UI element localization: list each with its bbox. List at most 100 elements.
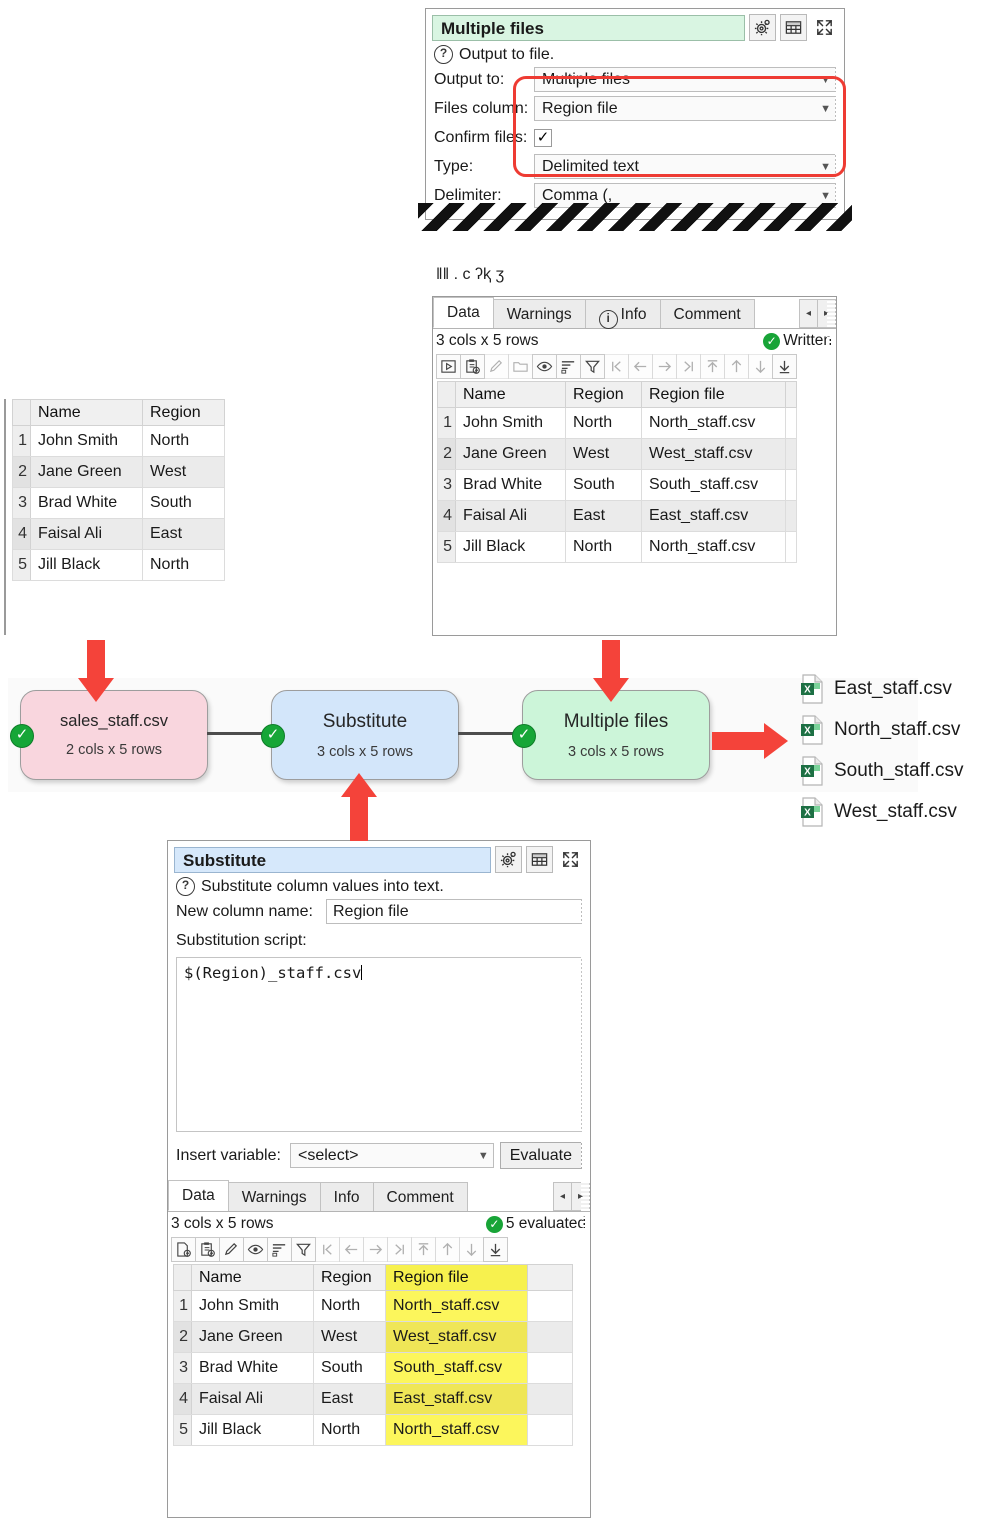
cell-region[interactable]: South [313,1352,386,1384]
cell-region[interactable]: East [565,500,642,532]
flow-node-multiple-files[interactable]: ✓ Multiple files 3 cols x 5 rows [512,690,710,780]
cell-region[interactable]: North [313,1290,386,1322]
substitution-script-editor[interactable]: $(Region)_staff.csv [176,957,582,1132]
gear-icon[interactable] [495,846,522,873]
cell-region[interactable]: North [565,531,642,563]
type-select[interactable]: Delimited text ▼ [534,154,836,179]
item-name-field[interactable]: Multiple files [432,14,745,41]
cell-region[interactable]: West [565,438,642,470]
cell-name[interactable]: Jane Green [455,438,566,470]
list-item[interactable]: X South_staff.csv [800,750,1000,791]
last-column-icon[interactable] [676,354,701,379]
expand-icon[interactable] [557,846,584,873]
input-data-grid[interactable]: Name Region 1 John Smith North 2 Jane Gr… [12,399,225,581]
table-row[interactable]: 1 John Smith North North_staff.csv [437,407,797,439]
cell-name[interactable]: Jill Black [30,549,143,581]
next-row-icon[interactable] [748,354,773,379]
cell-region-file[interactable]: North_staff.csv [641,407,786,439]
table-row[interactable]: 3 Brad White South South_staff.csv [437,469,797,501]
first-column-icon[interactable] [604,354,629,379]
table-row[interactable]: 2 Jane Green West West_staff.csv [437,438,797,470]
cell-region-file[interactable]: East_staff.csv [385,1383,528,1415]
expand-icon[interactable] [811,14,838,41]
column-header-name[interactable]: Name [191,1264,314,1291]
next-row-icon[interactable] [459,1237,484,1262]
tab-scroll-left-icon[interactable]: ◂ [553,1182,572,1211]
help-icon[interactable]: ? [176,877,195,896]
paste-clipboard-icon[interactable] [195,1237,220,1262]
insert-variable-select[interactable]: <select> ▼ [290,1143,494,1168]
column-header-name[interactable]: Name [30,399,143,426]
cell-region-file[interactable]: East_staff.csv [641,500,786,532]
help-icon[interactable]: ? [434,45,453,64]
tab-scroll-left-icon[interactable]: ◂ [799,299,818,328]
first-row-icon[interactable] [700,354,725,379]
run-icon[interactable] [436,354,461,379]
tab-comment[interactable]: Comment [659,299,755,328]
tab-data[interactable]: Data [168,1180,229,1211]
cell-region[interactable]: South [142,487,225,519]
folder-icon[interactable] [508,354,533,379]
sort-icon[interactable] [556,354,581,379]
flow-node-substitute[interactable]: ✓ Substitute 3 cols x 5 rows [261,690,459,780]
table-row[interactable]: 5 Jill Black North [12,549,225,581]
cell-region[interactable]: South [565,469,642,501]
cell-region[interactable]: North [313,1414,386,1446]
item-name-field[interactable]: Substitute [174,846,491,873]
cell-region[interactable]: West [142,456,225,488]
filter-icon[interactable] [580,354,605,379]
table-row[interactable]: 5 Jill Black North North_staff.csv [437,531,797,563]
paste-clipboard-icon[interactable] [460,354,485,379]
last-row-icon[interactable] [483,1237,508,1262]
pencil-icon[interactable] [484,354,509,379]
cell-region[interactable]: North [565,407,642,439]
cell-name[interactable]: John Smith [455,407,566,439]
previous-row-icon[interactable] [435,1237,460,1262]
table-row[interactable]: 4 Faisal Ali East East_staff.csv [173,1383,573,1415]
last-column-icon[interactable] [387,1237,412,1262]
cell-region[interactable]: North [142,549,225,581]
filter-icon[interactable] [291,1237,316,1262]
export-file-icon[interactable] [171,1237,196,1262]
cell-region[interactable]: West [313,1321,386,1353]
output-to-select[interactable]: Multiple files ▼ [534,67,836,92]
pencil-icon[interactable] [219,1237,244,1262]
new-column-name-input[interactable]: Region file [326,899,582,924]
cell-region[interactable]: East [313,1383,386,1415]
output-data-grid[interactable]: Name Region Region file 1 John Smith Nor… [437,381,797,563]
table-row[interactable]: 3 Brad White South [12,487,225,519]
cell-name[interactable]: Jane Green [30,456,143,488]
column-header-region-file[interactable]: Region file [641,381,786,408]
cell-region-file[interactable]: South_staff.csv [385,1352,528,1384]
tab-warnings[interactable]: Warnings [492,299,586,328]
sort-icon[interactable] [267,1237,292,1262]
tab-comment[interactable]: Comment [372,1182,468,1211]
table-row[interactable]: 1 John Smith North [12,425,225,457]
files-column-select[interactable]: Region file ▼ [534,96,836,121]
cell-name[interactable]: Brad White [455,469,566,501]
cell-name[interactable]: John Smith [30,425,143,457]
table-row[interactable]: 2 Jane Green West [12,456,225,488]
cell-name[interactable]: John Smith [191,1290,314,1322]
cell-name[interactable]: Brad White [191,1352,314,1384]
previous-column-icon[interactable] [339,1237,364,1262]
cell-region-file[interactable]: North_staff.csv [641,531,786,563]
table-row[interactable]: 2 Jane Green West West_staff.csv [173,1321,573,1353]
cell-name[interactable]: Faisal Ali [191,1383,314,1415]
tab-warnings[interactable]: Warnings [227,1182,321,1211]
table-icon[interactable] [526,846,553,873]
cell-region-file[interactable]: West_staff.csv [641,438,786,470]
cell-region-file[interactable]: West_staff.csv [385,1321,528,1353]
table-row[interactable]: 5 Jill Black North North_staff.csv [173,1414,573,1446]
column-header-region[interactable]: Region [565,381,642,408]
table-row[interactable]: 3 Brad White South South_staff.csv [173,1352,573,1384]
cell-name[interactable]: Brad White [30,487,143,519]
cell-region[interactable]: North [142,425,225,457]
tab-info[interactable]: Info [319,1182,374,1211]
table-icon[interactable] [780,14,807,41]
cell-name[interactable]: Faisal Ali [30,518,143,550]
cell-name[interactable]: Faisal Ali [455,500,566,532]
cell-region-file[interactable]: North_staff.csv [385,1414,528,1446]
next-column-icon[interactable] [652,354,677,379]
